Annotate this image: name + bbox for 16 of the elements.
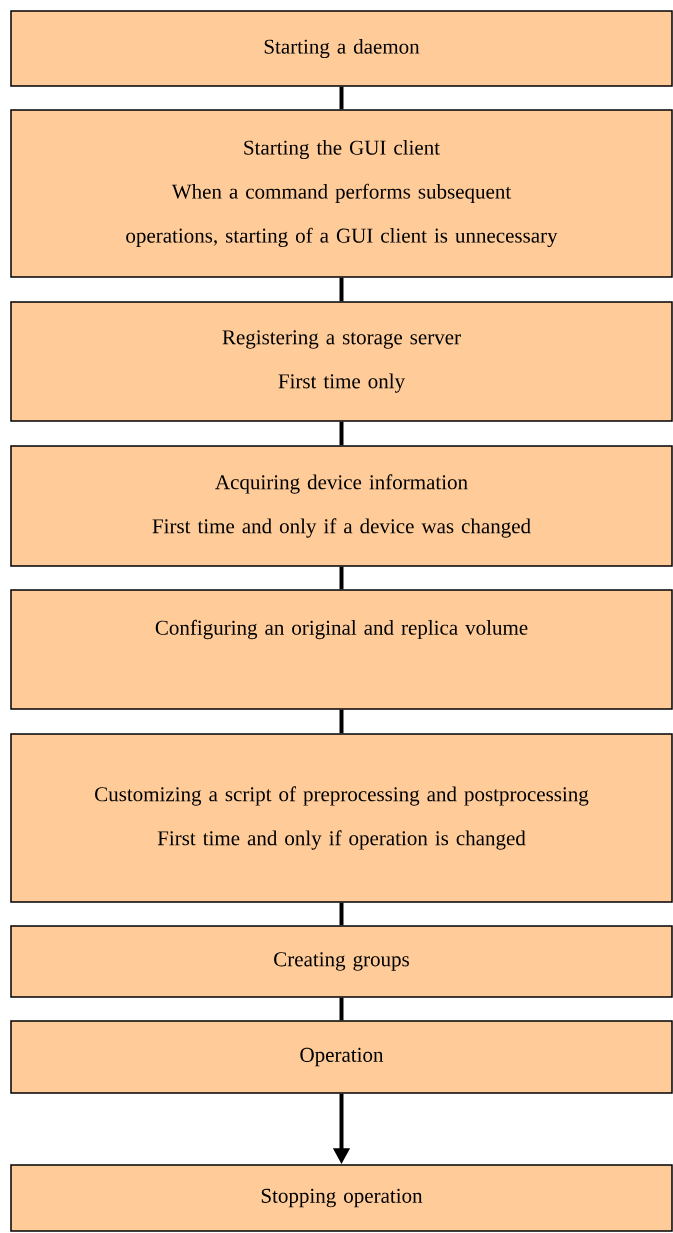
connector [339,421,344,446]
process-box: Creating groups [10,925,673,998]
connector [339,709,344,734]
connector [339,86,344,110]
process-box: Starting a daemon [10,10,673,87]
process-box: Starting the GUI client When a command performs subsequent operations, starting of a GUI client is unnecessary [10,109,673,278]
connector [339,902,344,926]
process-box: Acquiring device information First time and only if a device was changed [10,445,673,567]
process-box: Customizing a script of preprocessing and postprocessing First time and only if operation is changed [10,733,673,903]
process-box: Stopping operation [10,1164,673,1232]
connector [339,997,344,1021]
process-box: Registering a storage server First time only [10,301,673,422]
connector [339,277,344,302]
process-box: Operation [10,1020,673,1094]
connector [339,566,344,590]
process-box: Configuring an original and replica volume [10,589,673,710]
